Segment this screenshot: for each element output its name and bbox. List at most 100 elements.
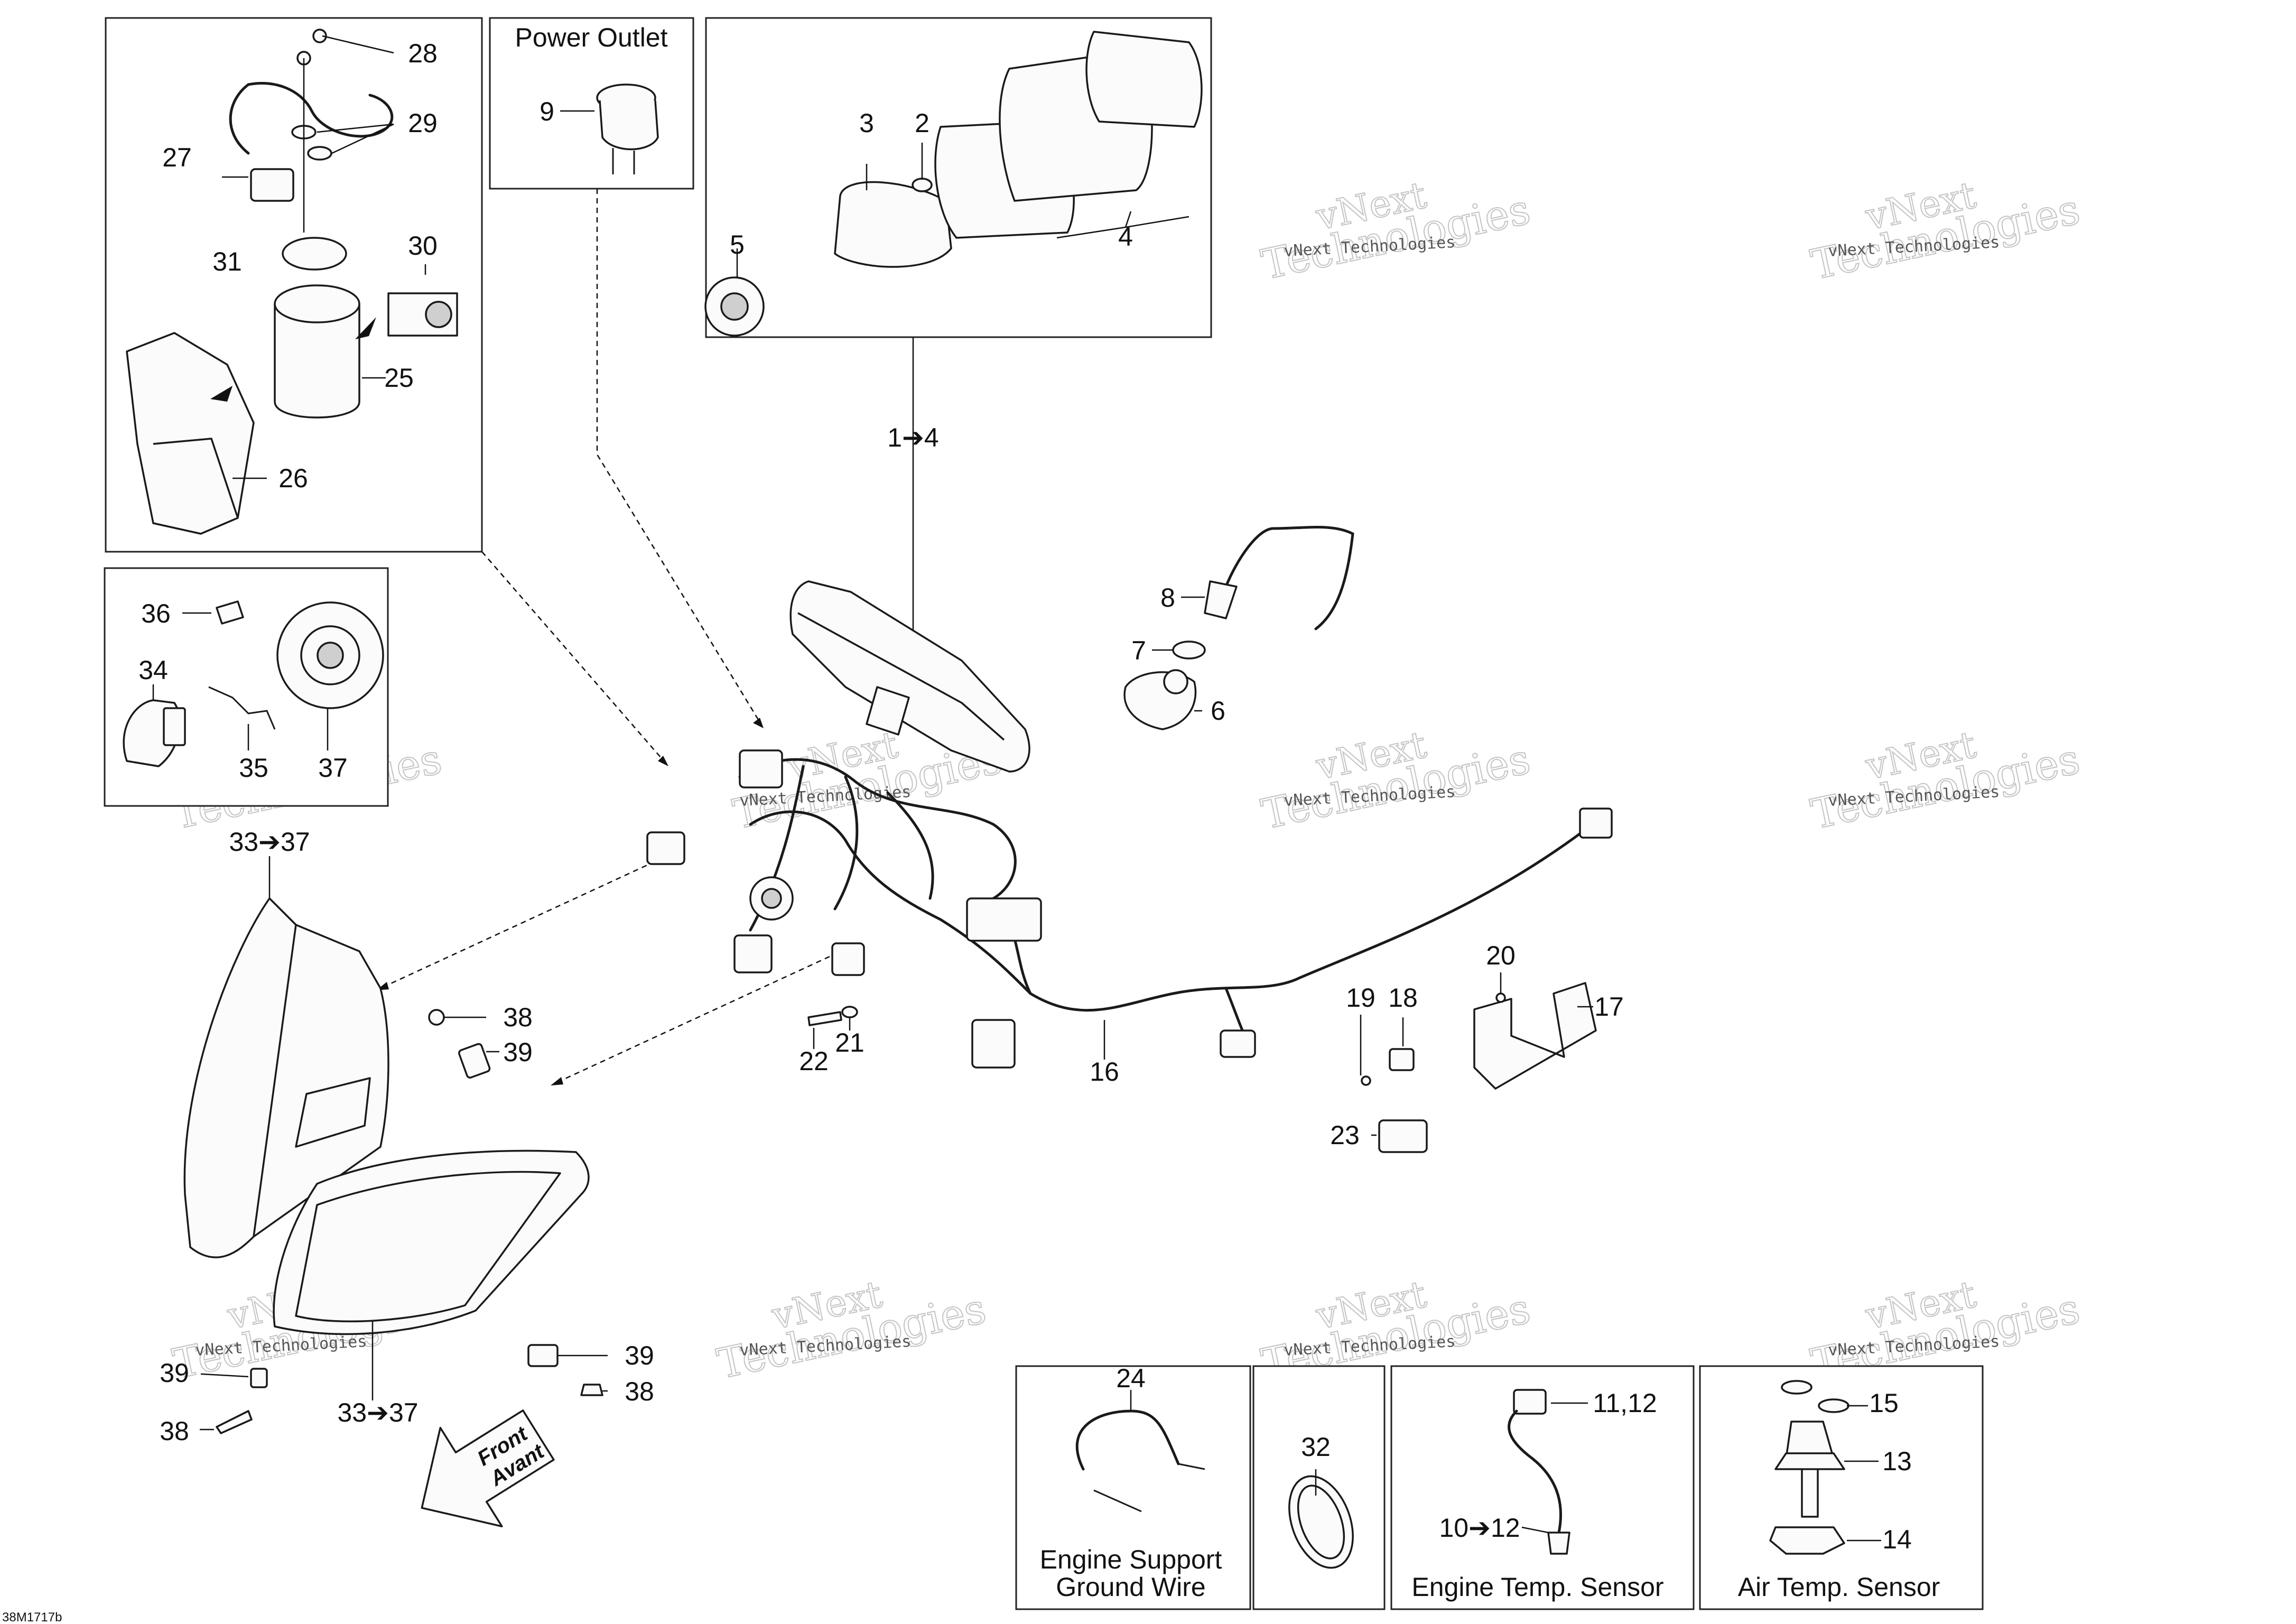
front-arrow-icon (421, 1409, 555, 1528)
callout-33-37-top: 33➔37 (229, 827, 310, 857)
harness-fasteners (807, 1006, 858, 1049)
engine-support-title-line2: Ground Wire (1056, 1572, 1205, 1602)
harness-connector (966, 897, 1042, 942)
reference-lines (376, 189, 914, 1085)
plug-assembly (1123, 526, 1354, 730)
connector-27 (250, 168, 294, 202)
gauge-bezel-3 (834, 181, 952, 268)
engine-temp-sensor-assembly (1508, 1389, 1588, 1555)
callout-39-mid: 39 (503, 1037, 533, 1067)
callout-32: 32 (1301, 1432, 1331, 1462)
nut-7 (1172, 641, 1206, 660)
connector-23 (1378, 1119, 1428, 1153)
bottle-25 (274, 303, 360, 419)
bulb-clip-35 (208, 686, 276, 730)
callout-37: 37 (318, 753, 348, 783)
screw-38-right (580, 1384, 603, 1396)
air-temp-sensor-assembly (1769, 1380, 1881, 1555)
callout-30: 30 (408, 231, 438, 261)
bracket-17 (1473, 982, 1597, 1090)
tether-key-8 (1204, 580, 1238, 619)
callout-3: 3 (859, 108, 874, 138)
wiring-harness-16 (646, 749, 1613, 1069)
harness-connector (646, 831, 685, 865)
frame-boxes (104, 17, 1984, 1610)
screw-20 (1495, 992, 1506, 1003)
callout-35: 35 (239, 753, 268, 783)
bracket-assembly (1360, 972, 1597, 1153)
callout-20: 20 (1486, 941, 1516, 970)
screw-19 (1361, 1075, 1371, 1086)
engine-temp-title: Engine Temp. Sensor (1411, 1572, 1663, 1602)
screw-38-left (216, 1410, 253, 1434)
harness-connector (1220, 1029, 1256, 1058)
gauge-assembly (704, 31, 1203, 337)
drawing-number: 38M1717b (2, 1610, 62, 1624)
callout-19: 19 (1346, 983, 1375, 1013)
power-outlet-title: Power Outlet (515, 23, 667, 52)
harness-connector (1579, 808, 1613, 839)
callout-2: 2 (915, 108, 929, 138)
harness-connector (971, 1019, 1016, 1069)
callout-16: 16 (1090, 1057, 1119, 1087)
callout-23: 23 (1330, 1120, 1360, 1150)
callout-36: 36 (141, 599, 171, 628)
headlamp-housing (183, 897, 389, 1258)
power-outlet-assembly (560, 83, 659, 174)
bottle-cap-31 (282, 237, 347, 271)
headlamp-bulb-assembly (123, 600, 384, 767)
callout-31: 31 (212, 247, 242, 276)
seal-15-top (1781, 1380, 1812, 1395)
bracket-strap-27 (247, 81, 394, 138)
clip-39-left (250, 1368, 268, 1388)
callouts: 1➔4 2 3 4 5 6 7 8 9 10➔12 11,12 13 14 15… (138, 39, 1912, 1554)
callout-17: 17 (1594, 992, 1624, 1022)
sensor-connector-11-12 (1513, 1389, 1547, 1415)
bolt-22 (807, 1011, 842, 1026)
callout-8: 8 (1160, 583, 1175, 613)
callout-5: 5 (730, 230, 745, 259)
harness-connector (733, 934, 773, 973)
screw-2 (912, 178, 933, 192)
callout-4: 4 (1118, 222, 1133, 252)
callout-7: 7 (1131, 636, 1146, 665)
callout-39-left: 39 (160, 1358, 189, 1388)
ground-wire-24 (1075, 1390, 1205, 1512)
accessory-bottle-assembly (126, 29, 458, 535)
callout-39-right: 39 (625, 1341, 654, 1370)
box-power-outlet (489, 17, 694, 190)
callout-10-12: 10➔12 (1439, 1513, 1520, 1543)
callout-25: 25 (384, 363, 414, 393)
callout-22: 22 (799, 1046, 829, 1076)
engine-support-title-line1: Engine Support (1040, 1545, 1222, 1574)
gasket-14 (1769, 1526, 1845, 1555)
headlamp-assembly (183, 856, 590, 1400)
clip-39-mid (458, 1043, 491, 1079)
washer-21 (841, 1006, 858, 1018)
callout-28: 28 (408, 39, 438, 68)
callout-6: 6 (1211, 696, 1225, 726)
callout-11-12: 11,12 (1593, 1388, 1657, 1418)
air-temp-title: Air Temp. Sensor (1738, 1572, 1940, 1602)
clamp-32 (1288, 1469, 1354, 1569)
washer-29-bottom (307, 146, 332, 161)
callout-29: 29 (408, 108, 438, 138)
callout-38-right: 38 (625, 1377, 654, 1406)
callout-26: 26 (278, 463, 308, 493)
callout-9: 9 (540, 97, 554, 126)
gauge-gasket-4 (1085, 31, 1203, 128)
callout-38-mid: 38 (503, 1003, 533, 1032)
harness-connector (739, 749, 783, 788)
bulb-cap-36 (216, 600, 244, 625)
gauge-mounted-1-4 (789, 580, 1030, 773)
clip-18 (1389, 1048, 1415, 1071)
callout-21: 21 (835, 1028, 865, 1057)
callout-15: 15 (1869, 1388, 1899, 1418)
screw-28-top (312, 29, 327, 43)
callout-13: 13 (1882, 1446, 1912, 1476)
callout-18: 18 (1388, 983, 1418, 1013)
fasteners (200, 1009, 608, 1434)
harness-connector (831, 942, 865, 976)
callout-24: 24 (1116, 1363, 1146, 1393)
